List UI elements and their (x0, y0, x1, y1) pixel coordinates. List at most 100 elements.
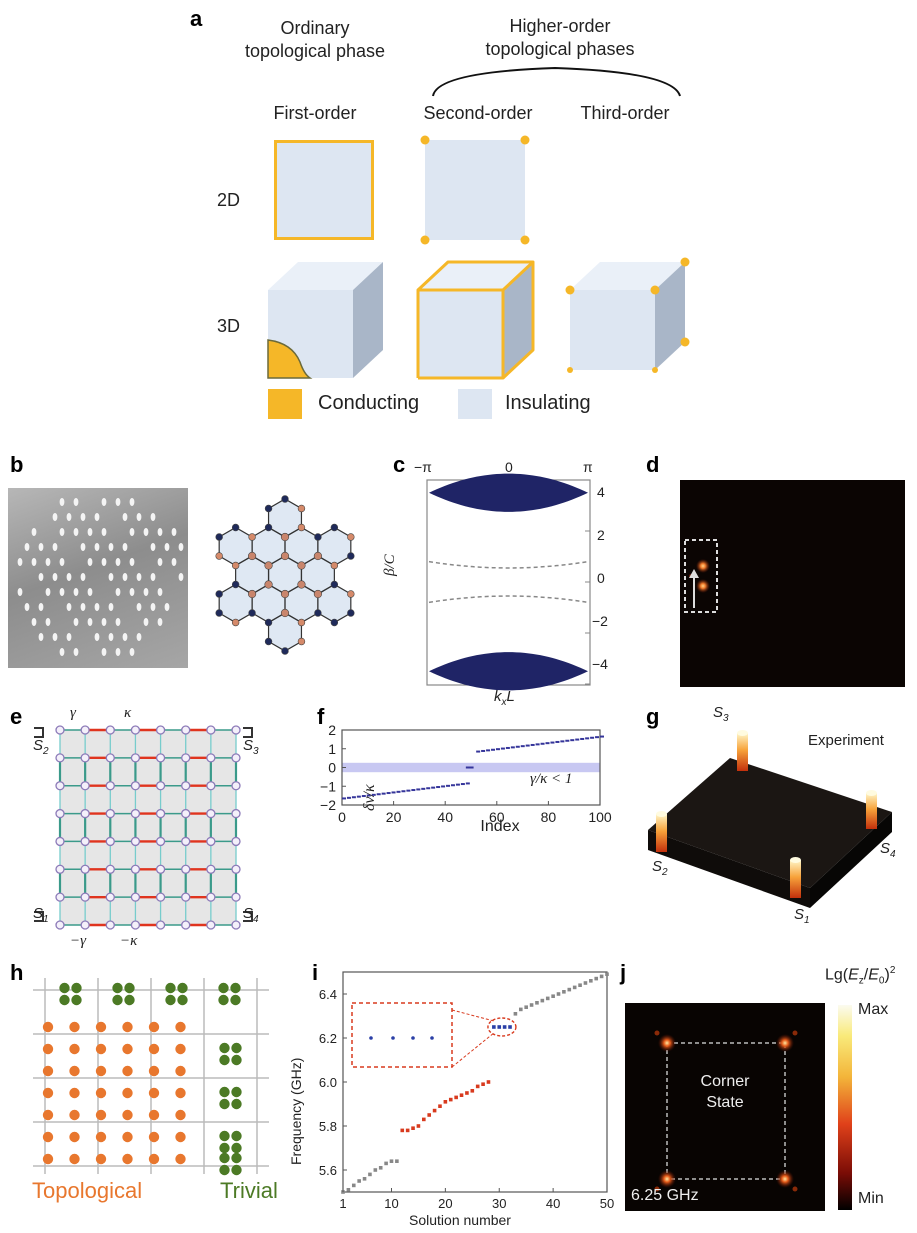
waveguide-spot (38, 633, 44, 641)
e-site (105, 725, 115, 735)
waveguide-spot (178, 573, 184, 581)
i-data-point (508, 1025, 512, 1029)
legend-insulating-swatch (458, 389, 492, 419)
i-x-tick-label: 50 (600, 1196, 614, 1211)
e-site (80, 725, 90, 735)
e-site (206, 864, 216, 874)
waveguide-spot (136, 633, 142, 641)
lattice-cell (317, 584, 351, 623)
waveguide-spot (66, 603, 72, 611)
i-data-point (400, 1128, 405, 1133)
i-data-point (481, 1082, 485, 1086)
h-trivial-dot (219, 1130, 230, 1142)
row-2d: 2D (217, 190, 241, 210)
waveguide-spot (31, 528, 37, 536)
f-x-tick-label: 20 (386, 809, 402, 825)
waveguide-spot (59, 588, 65, 596)
i-data-point (475, 1084, 480, 1089)
waveguide-spot (59, 648, 65, 656)
e-site (181, 808, 191, 819)
g-s3-label: S3 (713, 704, 729, 724)
h-topological-label: Topological (32, 1178, 143, 1203)
i-data-point (395, 1159, 399, 1163)
waveguide-spot (66, 513, 72, 521)
e-corner-bracket (34, 727, 44, 738)
lattice-site (215, 609, 223, 617)
e-site (181, 892, 191, 902)
lattice-site (281, 647, 289, 655)
waveguide-spot (164, 543, 170, 551)
c-y-tick-neg2: −2 (592, 613, 608, 629)
e-site (80, 892, 90, 902)
i-data-point (502, 1025, 507, 1029)
c-xlabel-L: L (506, 688, 515, 705)
h-topological-dot (95, 1153, 107, 1165)
i-data-point (384, 1161, 388, 1166)
i-data-point (594, 976, 599, 981)
i-inset-point (391, 1036, 395, 1040)
waveguide-spot (59, 498, 65, 506)
lattice-site (247, 589, 257, 599)
waveguide-spot (52, 633, 58, 641)
e-s1-label: S1 (33, 905, 49, 925)
h-topological-dot (95, 1043, 107, 1055)
waveguide-spots (17, 498, 184, 656)
i-inset-point (430, 1036, 434, 1040)
panel-label-d: d (646, 452, 660, 477)
f-x-tick-label: 80 (541, 809, 557, 825)
e-site (155, 753, 166, 763)
h-topological-dot (122, 1109, 133, 1121)
h-trivial-dot (231, 1152, 242, 1164)
e-site (231, 725, 241, 735)
f-xlabel: Index (480, 818, 520, 835)
lattice-cell (219, 527, 253, 566)
honeycomb-lattice (215, 495, 355, 655)
waveguide-spot (150, 543, 156, 551)
i-inset-point (411, 1036, 415, 1040)
lattice-cell (285, 527, 318, 566)
e-site (55, 725, 65, 735)
h-trivial-dot (219, 1164, 230, 1176)
lattice-site (297, 523, 306, 532)
c-edge-state-upper (428, 560, 589, 569)
j-frequency: 6.25 GHz (631, 1187, 699, 1204)
i-highlight-ellipse (487, 1017, 517, 1037)
panel-label-a: a (190, 6, 203, 31)
e-site (181, 864, 191, 874)
lattice-site (330, 618, 339, 627)
e-site (130, 753, 141, 763)
e-site (80, 753, 90, 763)
i-data-point (454, 1095, 458, 1100)
g-peak-s3 (737, 730, 748, 771)
panel-label-i: i (312, 960, 319, 985)
e-site (206, 781, 216, 791)
h-topological-dot (175, 1109, 186, 1121)
lattice-site (248, 609, 256, 617)
e-corner-bracket (243, 727, 253, 738)
waveguide-spot (115, 648, 121, 656)
h-trivial-dot (177, 982, 188, 994)
g-s2-label: S2 (652, 858, 668, 878)
i-data-point (545, 996, 550, 1001)
e-site (105, 892, 115, 902)
waveguide-spot (101, 498, 107, 506)
lattice-cell (268, 499, 302, 537)
lattice-site (347, 533, 355, 541)
h-topological-dot (69, 1153, 80, 1165)
h-topological-dot (148, 1043, 160, 1055)
e-site (181, 836, 191, 847)
f-x-tick-label: 100 (588, 809, 612, 825)
i-data-point (416, 1124, 421, 1128)
h-trivial-dot (219, 1042, 230, 1054)
i-data-point (486, 1080, 491, 1084)
i-data-point (572, 985, 577, 990)
waveguide-spot (129, 588, 135, 596)
h-trivial-dot (71, 982, 82, 994)
lattice-site (330, 580, 339, 589)
g-s1-label: S1 (794, 906, 810, 926)
i-data-point (459, 1093, 464, 1097)
lattice-site (231, 561, 240, 570)
lattice-cell (252, 527, 285, 566)
